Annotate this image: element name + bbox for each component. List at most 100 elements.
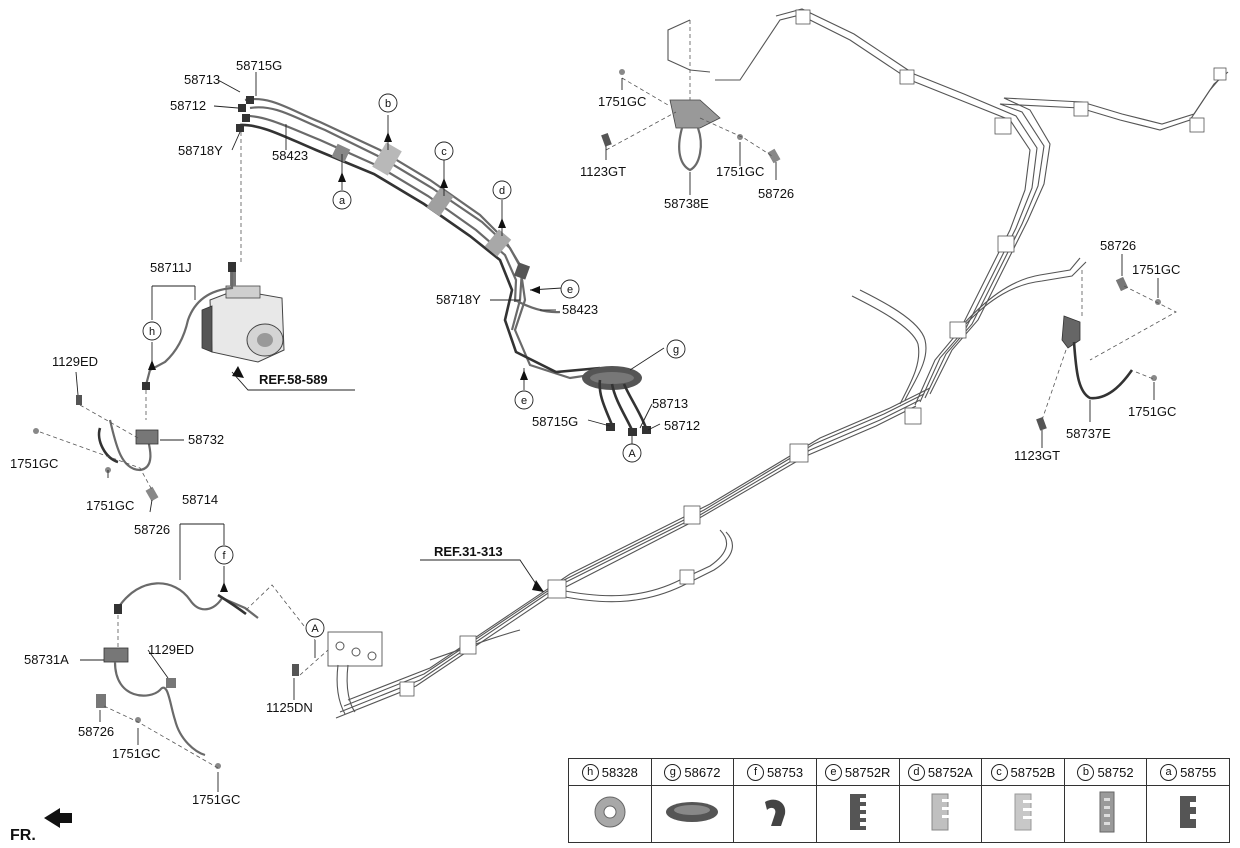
legend-img-d	[898, 785, 983, 843]
rear-right-upper-hose	[601, 69, 781, 172]
right-side-tubes	[667, 8, 1229, 425]
label-1751GC-r1: 1751GC	[1132, 262, 1180, 277]
label-58718Y: 58718Y	[178, 143, 223, 158]
svg-text:b: b	[385, 98, 391, 110]
legend-img-c	[981, 785, 1065, 843]
svg-text:c: c	[441, 146, 447, 158]
svg-text:A: A	[628, 448, 636, 460]
label-58713: 58713	[184, 72, 220, 87]
callout-c: c	[434, 141, 454, 161]
label-58732: 58732	[188, 432, 224, 447]
label-1751GC-left1: 1751GC	[10, 456, 58, 471]
legend-img-f	[733, 785, 817, 843]
label-58726-tr: 58726	[758, 186, 794, 201]
label-58738E: 58738E	[664, 196, 709, 211]
svg-text:h: h	[149, 326, 155, 338]
front-label: FR.	[10, 827, 36, 844]
callout-e1: e	[560, 279, 580, 299]
abs-tube-ends	[236, 96, 254, 132]
callouts: a b c d e e g h f A A	[142, 93, 686, 638]
callout-A2: A	[305, 618, 325, 638]
callout-g: g	[666, 339, 686, 359]
label-1123GT-r: 1123GT	[1014, 448, 1060, 463]
tube-clip-icon	[931, 793, 951, 830]
leader-lines	[75, 72, 1159, 792]
grommet-icon	[594, 796, 626, 827]
label-58714: 58714	[182, 492, 218, 507]
oval-grommet-icon	[666, 801, 719, 822]
label-58711J: 58711J	[150, 260, 192, 275]
tube-58711J	[144, 265, 234, 386]
svg-text:g: g	[673, 344, 679, 356]
tube-clip-icon	[1099, 791, 1115, 832]
callout-f: f	[214, 545, 234, 565]
svg-text:e: e	[521, 395, 527, 407]
legend-img-b	[1063, 785, 1148, 843]
legend-img-e	[815, 785, 900, 843]
svg-text:d: d	[499, 185, 505, 197]
svg-text:A: A	[311, 623, 319, 635]
ref-abs: REF.58-589	[259, 372, 328, 387]
svg-text:a: a	[339, 195, 346, 207]
label-1125DN: 1125DN	[266, 700, 313, 715]
part-labels: 58715G 58713 58712 58718Y 58423 58711J 1…	[10, 58, 1180, 807]
label-58718Y-mid: 58718Y	[436, 292, 481, 307]
label-58731A: 58731A	[24, 652, 69, 667]
tube-clip-icon	[1014, 793, 1033, 830]
label-1751GC-tr2: 1751GC	[716, 164, 764, 179]
label-58726-r: 58726	[1100, 238, 1136, 253]
callout-h: h	[142, 321, 162, 341]
assembly-dash-lines	[39, 20, 1177, 769]
label-1123GT-tr: 1123GT	[580, 164, 626, 179]
label-58715G-mid: 58715G	[532, 414, 578, 429]
callout-b: b	[378, 93, 398, 113]
label-1751GC-bot2: 1751GC	[192, 792, 240, 807]
label-58726-bot: 58726	[78, 724, 114, 739]
label-58423: 58423	[272, 148, 308, 163]
ref-tank: REF.31-313	[434, 544, 503, 559]
legend-img-a	[1146, 785, 1230, 843]
callout-A1: A	[622, 443, 642, 463]
legend-img-g	[650, 785, 735, 843]
label-58715G: 58715G	[236, 58, 282, 73]
label-58712-mid: 58712	[664, 418, 700, 433]
label-58713-mid: 58713	[652, 396, 688, 411]
legend-image-row	[568, 785, 1230, 843]
label-58737E: 58737E	[1066, 426, 1111, 441]
callout-e2: e	[514, 390, 534, 410]
svg-text:f: f	[222, 550, 226, 562]
label-58712: 58712	[170, 98, 206, 113]
tube-clip-icon	[849, 793, 868, 830]
rear-left-hose	[96, 582, 259, 769]
label-58423-mid: 58423	[562, 302, 598, 317]
tube-clip-icon	[1180, 795, 1199, 828]
abs-module	[201, 272, 285, 363]
label-1129ED-bot: 1129ED	[148, 642, 194, 657]
rear-right-lower-hose	[1036, 276, 1161, 431]
label-1751GC-tr1: 1751GC	[598, 94, 646, 109]
callout-d: d	[492, 180, 512, 200]
label-1751GC-bot1: 1751GC	[112, 746, 160, 761]
front-left-hose	[33, 395, 159, 502]
front-arrow-icon	[44, 808, 72, 828]
front-tube-bundle	[239, 97, 651, 436]
label-58726-left: 58726	[134, 522, 170, 537]
callout-a: a	[332, 190, 352, 210]
label-1751GC-left2: 1751GC	[86, 498, 134, 513]
legend-img-h	[568, 785, 652, 843]
label-1129ED-top: 1129ED	[52, 354, 98, 369]
underbody-tubes	[292, 387, 931, 719]
clip-icon	[765, 799, 786, 826]
label-1751GC-r2: 1751GC	[1128, 404, 1176, 419]
